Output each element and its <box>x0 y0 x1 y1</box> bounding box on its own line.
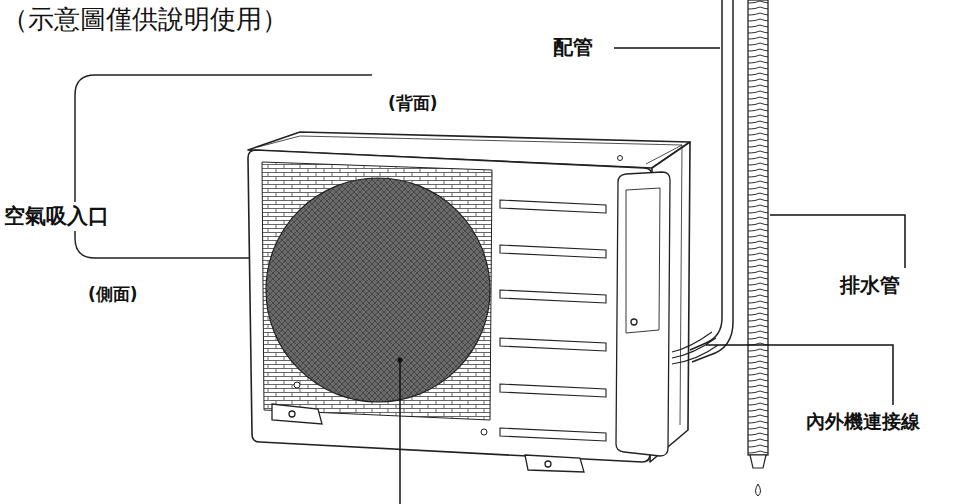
valve-cover <box>616 172 670 456</box>
fan <box>266 178 490 402</box>
unit-body <box>248 132 690 462</box>
leader-line <box>399 360 401 504</box>
drain-hose <box>748 0 768 455</box>
part-label: 內外機連接線 <box>806 410 920 433</box>
screws <box>294 156 623 436</box>
side-label: (側面) <box>88 284 138 304</box>
drain-nozzle <box>750 455 766 468</box>
fan-grille <box>262 162 492 420</box>
refrigerant-pipe <box>690 0 733 362</box>
part-label: 空氣吸入口 <box>2 202 111 231</box>
part-label: 配管 <box>553 35 593 59</box>
connection-wires <box>672 332 718 364</box>
part-label: 排水管 <box>840 273 900 297</box>
leader-lines <box>614 48 905 405</box>
water-drop <box>756 484 761 496</box>
side-label: (背面) <box>388 93 438 113</box>
unit-feet <box>272 404 584 472</box>
side-louvers <box>500 200 606 441</box>
note-text: （示意圖僅供說明使用） <box>2 4 288 35</box>
